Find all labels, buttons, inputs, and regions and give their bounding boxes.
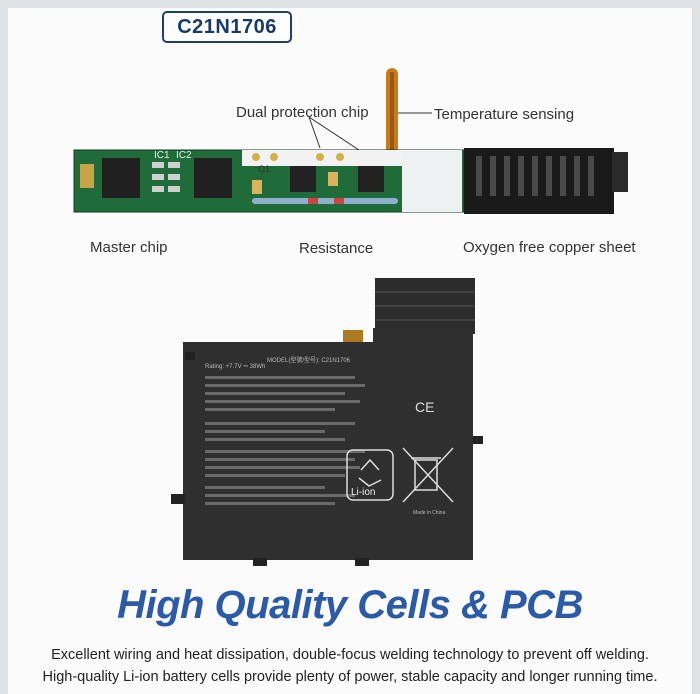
ce-mark: CE: [415, 399, 434, 415]
callout-dual-protection-chip: Dual protection chip: [236, 104, 369, 121]
pcb-label-ic1: IC1: [154, 150, 170, 161]
battery-illustration: MODEL(型號/型号): C21N1706 Rating: +7.7V ⎓ 3…: [165, 272, 495, 572]
made-in-text: Made in China: [413, 510, 445, 516]
pcb-label-ic2: IC2: [176, 150, 192, 161]
callout-resistance: Resistance: [299, 240, 374, 257]
callout-oxygen-free-copper-sheet: Oxygen free copper sheet: [463, 239, 636, 256]
description-line-2: High-quality Li-ion battery cells provid…: [42, 669, 658, 685]
battery-model-text: MODEL(型號/型号): C21N1706: [267, 356, 351, 364]
description-line-1: Excellent wiring and heat dissipation, d…: [51, 647, 649, 663]
model-badge: C21N1706: [162, 11, 292, 43]
callout-temperature-sensing: Temperature sensing: [434, 106, 575, 123]
crossed-bin-icon: [402, 447, 454, 503]
callout-master-chip: Master chip: [90, 239, 168, 256]
recycle-icon: [346, 449, 394, 501]
li-ion-label: Li-ion: [351, 487, 375, 498]
battery-rating-text: Rating: +7.7V ⎓ 38Wh: [205, 364, 265, 370]
pcb-illustration: IC1 IC2 Q1: [72, 60, 642, 230]
pcb-label-q1: Q1: [258, 164, 270, 174]
headline: High Quality Cells & PCB: [117, 583, 583, 627]
